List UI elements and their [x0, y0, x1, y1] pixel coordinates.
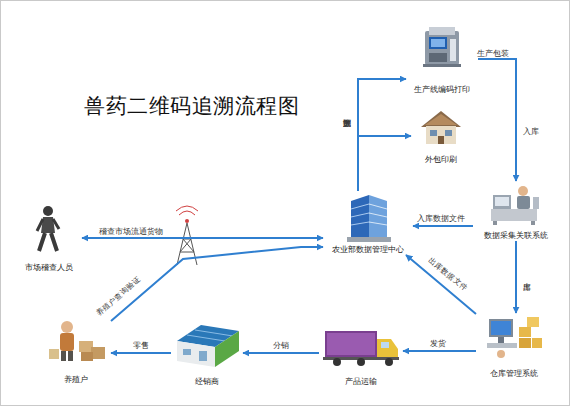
truck-icon — [323, 331, 399, 366]
node-label: 市场稽查人员 — [25, 263, 73, 273]
inspector-node: 市场稽查人员 — [16, 203, 82, 273]
printer-node: 生产线编码打印 — [406, 23, 478, 95]
printing-house-icon — [421, 111, 461, 144]
dealer-node: 经销商 — [171, 321, 243, 387]
office-building-icon — [347, 195, 391, 242]
flow-arrow — [478, 59, 516, 181]
flow-arrow — [243, 352, 319, 354]
node-text-group: 农业部数据管理中心 — [332, 245, 404, 255]
flow-arrow — [358, 79, 406, 191]
flow-step-label: 入库 — [523, 127, 539, 136]
node-label: 养殖户 — [64, 375, 88, 385]
node-text-group: 数据采集关联系统 — [484, 231, 548, 241]
inspector-icon — [37, 206, 59, 251]
node-label: 生产线编码打印 — [414, 85, 470, 95]
flow-arrow — [413, 225, 473, 227]
flow-arrow — [515, 241, 517, 313]
node-text-group: 外包印刷 — [425, 155, 457, 165]
node-label: 外包印刷 — [425, 155, 457, 165]
edge-label: 入库数据文件 — [417, 214, 465, 223]
node-label: 经销商 — [195, 377, 219, 387]
warehouse-system-icon — [487, 317, 542, 358]
edge-label: 生产包装 — [477, 49, 509, 58]
printing-node: 外包印刷 — [411, 107, 471, 165]
node-label: 农业部数据管理中心 — [332, 245, 404, 255]
flow-arrow — [111, 247, 323, 321]
node-label: 仓库管理系统 — [490, 369, 538, 379]
node-label: 数据采集关联系统 — [484, 231, 548, 241]
flow-arrow — [82, 237, 323, 239]
dealer-shop-icon — [177, 325, 239, 367]
edge-label: 养殖户查询验证 — [94, 274, 142, 318]
data-center-node: 农业部数据管理中心 — [323, 191, 413, 255]
computer-operator-icon — [491, 186, 539, 225]
edge-label: 零售 — [133, 341, 149, 350]
node-text-group: 生产线编码打印 — [414, 85, 470, 95]
diagram-title: 兽药二维码追溯流程图 — [84, 93, 299, 119]
edge-label: 分销 — [273, 341, 289, 350]
node-text-group: 经销商 — [195, 377, 219, 387]
node-text-group: 仓库管理系统 — [490, 369, 538, 379]
flow-arrow — [403, 350, 476, 352]
farmer-node: 养殖户 — [41, 317, 111, 385]
edge-label: 发货 — [430, 339, 446, 348]
node-text-group: 市场稽查人员 — [25, 263, 73, 273]
transport-node: 产品运输 — [319, 325, 403, 387]
flow-arrow — [406, 255, 476, 314]
node-text-group: 产品运输 — [345, 377, 377, 387]
edge-label: 稽查市场流通货物 — [99, 227, 163, 236]
signal-tower-icon — [176, 206, 198, 265]
node-label: 产品运输 — [345, 377, 377, 387]
flow-arrow — [358, 136, 411, 191]
farmer-icon — [49, 321, 105, 361]
flow-arrow — [111, 352, 171, 354]
printer-icon — [423, 27, 461, 67]
node-text-group: 养殖户 — [64, 375, 88, 385]
edge-label: 出库数据文件 — [427, 255, 470, 293]
warehouse-node: 仓库管理系统 — [476, 313, 552, 379]
system-node: 数据采集关联系统 — [473, 181, 559, 241]
